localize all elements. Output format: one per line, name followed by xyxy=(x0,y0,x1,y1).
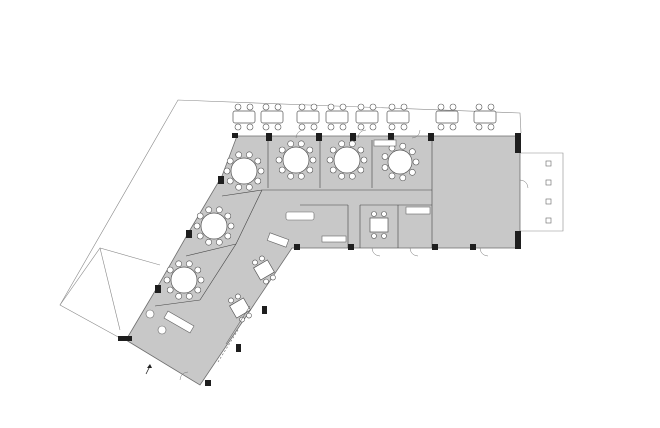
chair xyxy=(196,212,204,220)
table-top xyxy=(170,266,198,294)
chair xyxy=(186,292,193,300)
partitions xyxy=(154,140,433,307)
chair xyxy=(408,169,416,176)
outdoor-table-icon xyxy=(325,103,349,131)
chair xyxy=(194,286,202,294)
chair xyxy=(287,172,295,180)
chair xyxy=(166,286,174,294)
chair xyxy=(348,172,356,180)
chair xyxy=(388,172,396,180)
chair xyxy=(329,166,337,174)
outdoor-table-icon xyxy=(435,103,459,131)
chair xyxy=(235,183,242,191)
chair xyxy=(186,260,193,268)
outdoor-tables xyxy=(232,103,497,131)
chair xyxy=(287,140,295,148)
table-top xyxy=(230,157,258,185)
chair xyxy=(278,146,286,154)
chair xyxy=(175,260,182,268)
round-table-icon xyxy=(163,260,205,300)
east-terrace xyxy=(517,152,564,232)
walls xyxy=(118,133,521,386)
round-table-icon xyxy=(381,142,420,182)
outdoor-table-icon xyxy=(473,103,497,131)
chair xyxy=(297,172,305,180)
outdoor-table-icon xyxy=(232,103,256,131)
chair xyxy=(193,222,201,230)
chair xyxy=(216,238,223,246)
outdoor-table-icon xyxy=(296,103,320,131)
chair xyxy=(163,276,171,284)
outdoor-table-icon xyxy=(260,103,284,131)
round-tables xyxy=(163,140,420,300)
chair xyxy=(226,177,234,185)
round-table-icon xyxy=(275,140,317,180)
chair xyxy=(326,156,334,164)
chair xyxy=(408,148,416,155)
chair xyxy=(216,206,223,214)
chair xyxy=(329,146,337,154)
chair xyxy=(246,183,253,191)
chair xyxy=(381,153,389,160)
square-table-icon xyxy=(369,211,389,239)
chair xyxy=(360,156,368,164)
chair xyxy=(338,140,346,148)
chair xyxy=(306,146,314,154)
chair xyxy=(166,266,174,274)
chair xyxy=(309,156,317,164)
round-table-icon xyxy=(193,206,235,246)
chair xyxy=(194,266,202,274)
chair xyxy=(224,212,232,220)
chair xyxy=(306,166,314,174)
fixtures xyxy=(145,139,431,363)
table-top xyxy=(333,146,361,174)
chair xyxy=(399,142,407,150)
chair xyxy=(357,166,365,174)
square-table-icon xyxy=(252,255,276,285)
chair xyxy=(357,146,365,154)
chair xyxy=(297,140,305,148)
chair xyxy=(246,151,253,159)
chair xyxy=(205,238,212,246)
square-tables xyxy=(228,211,389,323)
chair xyxy=(196,232,204,240)
chair xyxy=(205,206,212,214)
chair xyxy=(254,157,262,165)
outdoor-table-icon xyxy=(355,103,379,131)
round-table-icon xyxy=(326,140,368,180)
chair xyxy=(197,276,205,284)
chair xyxy=(235,151,242,159)
chair xyxy=(348,140,356,148)
table-top xyxy=(200,212,228,240)
chair xyxy=(254,177,262,185)
chair xyxy=(224,232,232,240)
chair xyxy=(257,167,265,175)
chair xyxy=(226,157,234,165)
table-top xyxy=(282,146,310,174)
round-table-icon xyxy=(223,151,265,191)
site-outline xyxy=(59,99,522,339)
chair xyxy=(223,167,231,175)
chair xyxy=(412,158,420,166)
chair xyxy=(338,172,346,180)
chair xyxy=(381,164,389,171)
doors xyxy=(179,129,529,381)
chair xyxy=(227,222,235,230)
chair xyxy=(278,166,286,174)
chair xyxy=(275,156,283,164)
chair xyxy=(399,174,407,182)
building-floor xyxy=(125,135,521,386)
entrance-arrow-icon xyxy=(145,364,152,375)
chair xyxy=(175,292,182,300)
outdoor-table-icon xyxy=(386,103,410,131)
table-top xyxy=(387,149,413,175)
